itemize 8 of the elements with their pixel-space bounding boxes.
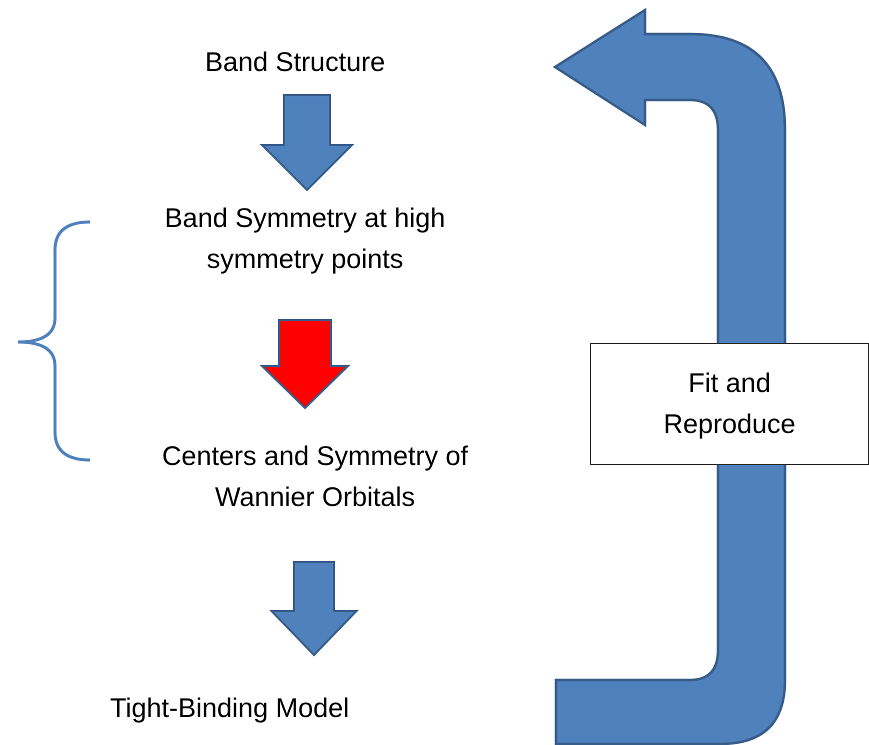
block-arrow xyxy=(260,319,350,410)
edge-label: Fit and Reproduce xyxy=(590,343,869,465)
step-text: Band Structure xyxy=(205,46,386,79)
step-text: Tight-Binding Model xyxy=(110,692,350,725)
step-text: Band Symmetry at high symmetry points xyxy=(164,202,446,276)
block-arrow xyxy=(260,94,354,192)
step-text: Centers and Symmetry of Wannier Orbitals xyxy=(160,440,470,514)
block-arrow xyxy=(269,561,359,656)
